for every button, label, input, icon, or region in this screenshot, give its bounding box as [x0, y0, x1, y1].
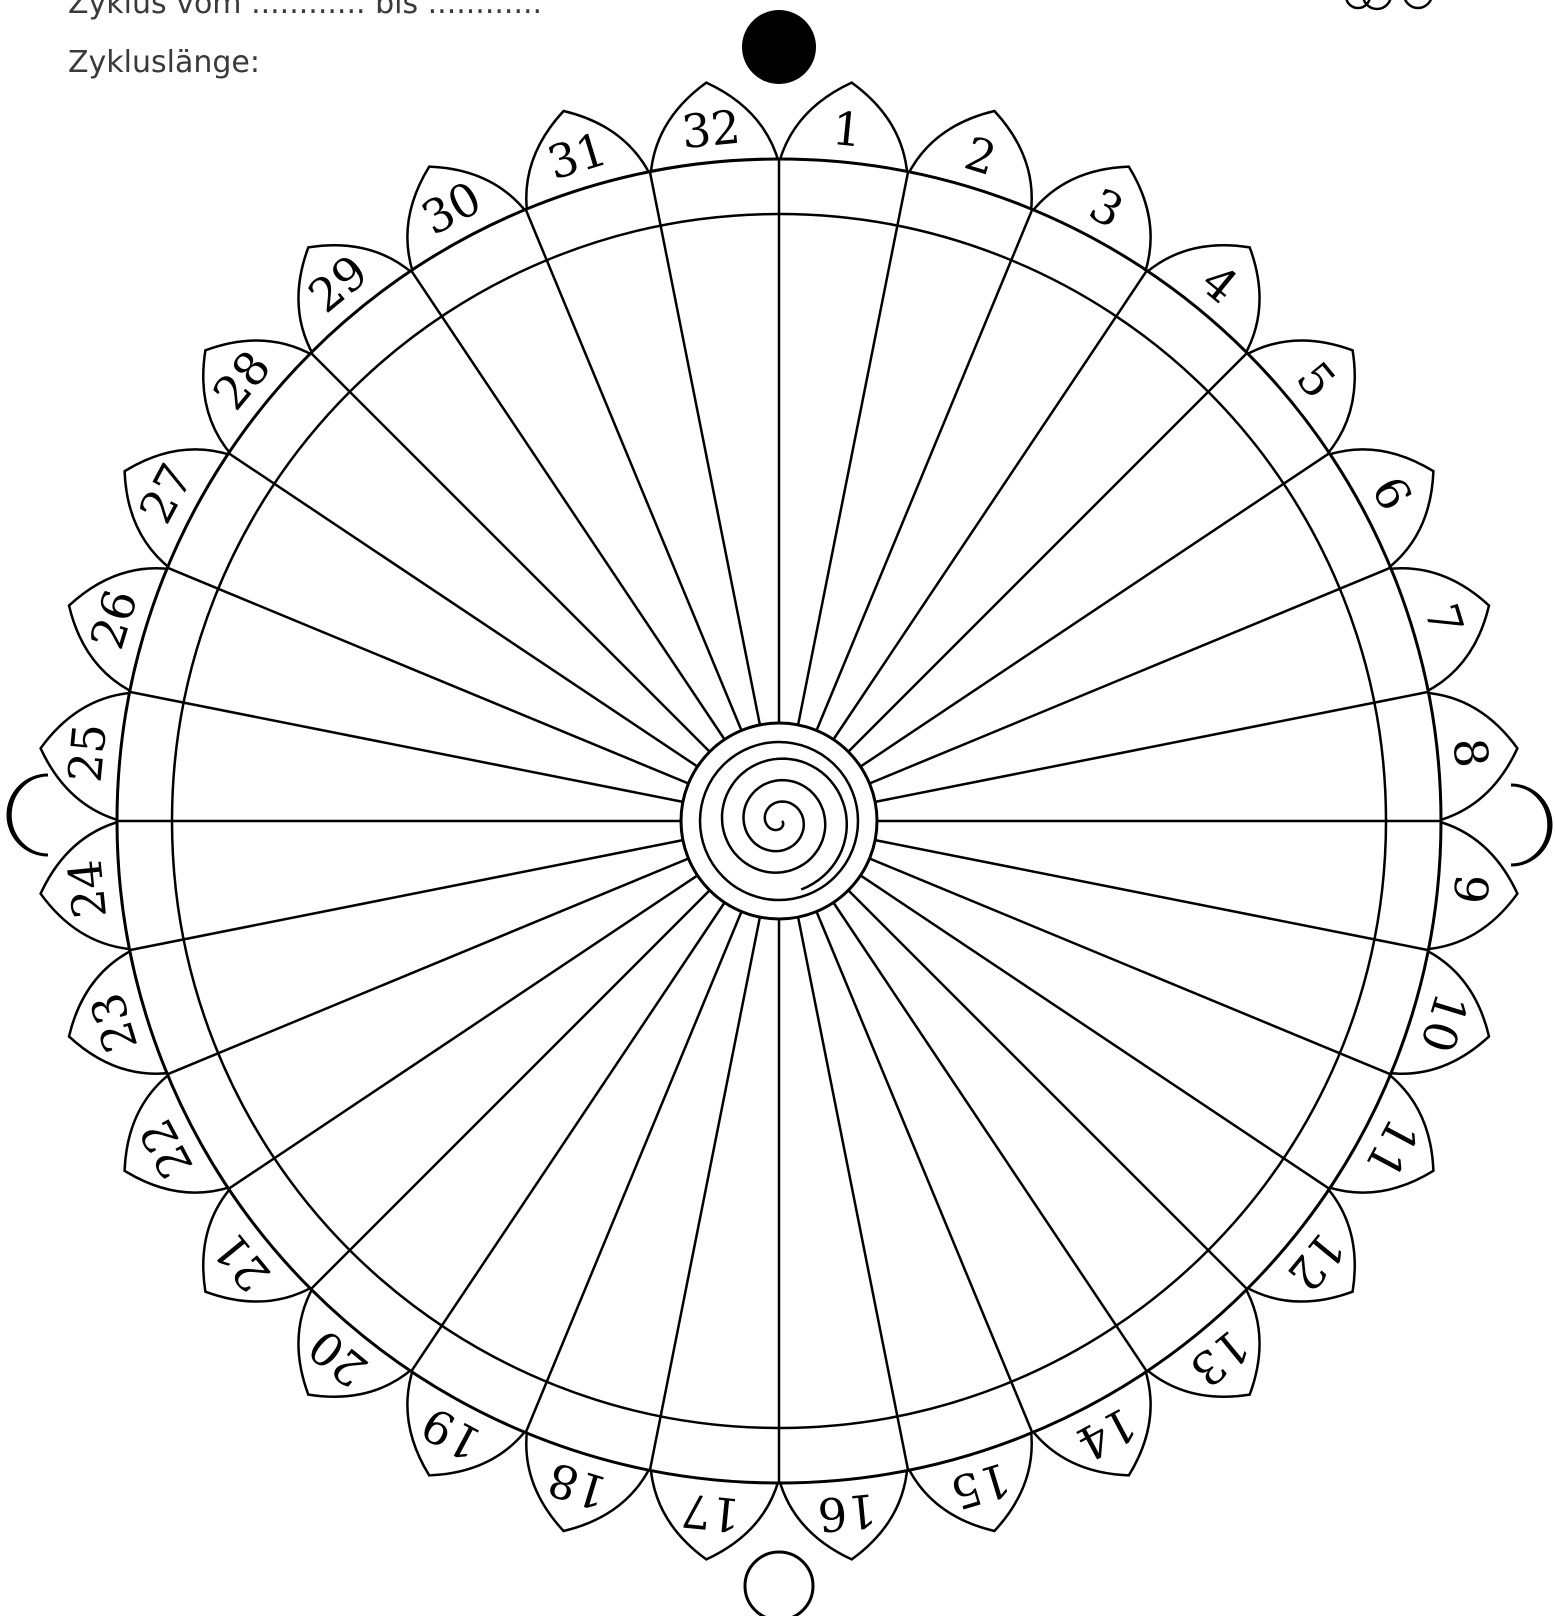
- day-label: 17: [679, 1483, 743, 1542]
- new-moon-icon: [742, 10, 816, 84]
- day-label: 8: [1442, 736, 1499, 770]
- day-label: 25: [58, 721, 117, 785]
- day-label: 24: [58, 857, 117, 921]
- day-label: 9: [1442, 872, 1499, 906]
- waning-crescent-icon: [1511, 785, 1551, 865]
- day-label: 1: [830, 101, 864, 158]
- full-moon-icon: [745, 1552, 813, 1616]
- decorative-circles-icon: [1346, 0, 1432, 9]
- waxing-crescent-icon: [8, 775, 48, 855]
- day-label: 32: [679, 100, 743, 159]
- day-label: 16: [815, 1483, 879, 1542]
